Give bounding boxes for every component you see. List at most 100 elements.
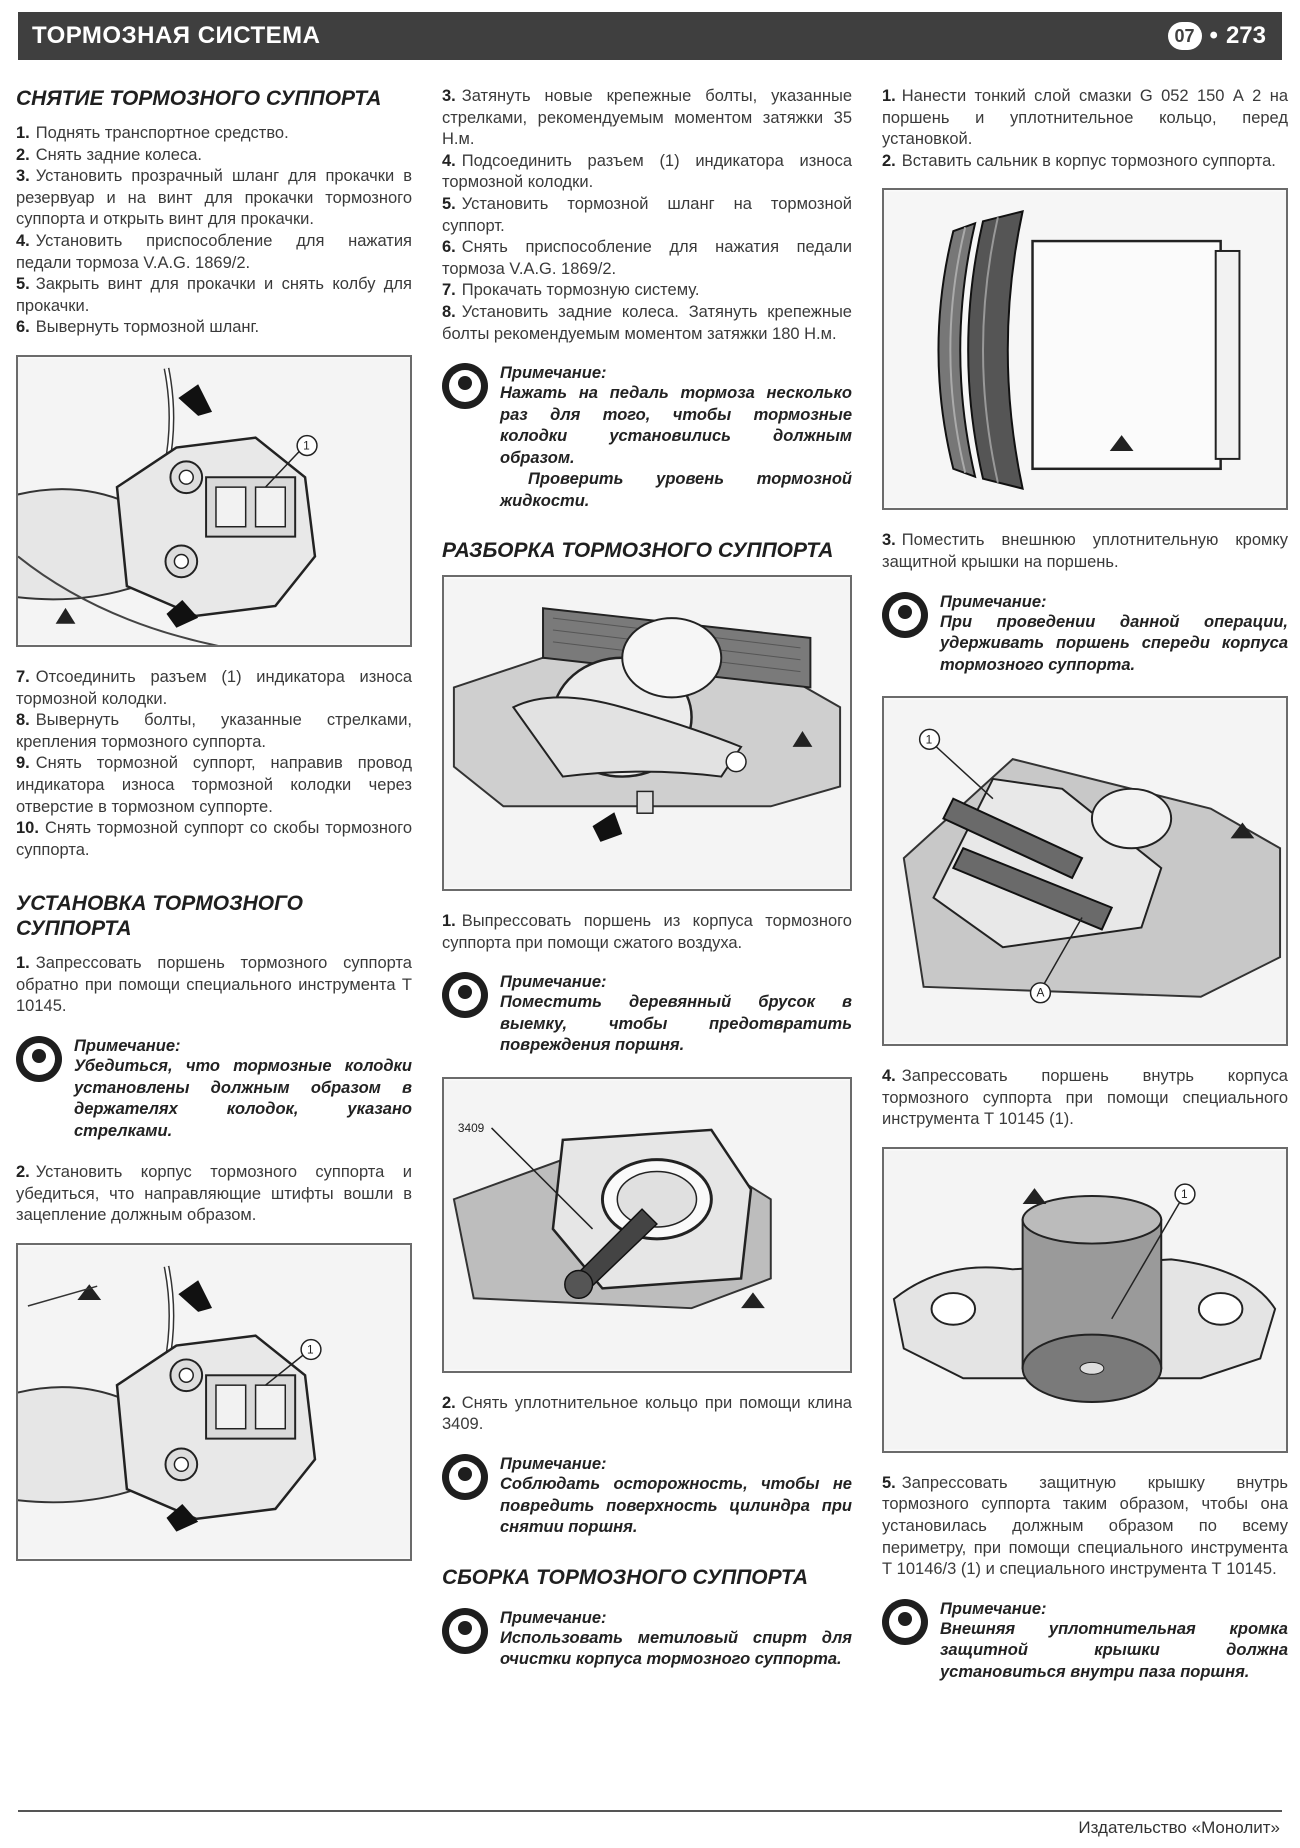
caliper-illustration: 1 [18,358,410,645]
note-text: Нажать на педаль тормоза несколько раз д… [500,384,852,467]
step-item: 9.Снять тормозной суппорт, направив пров… [16,753,412,818]
note-text: Убедиться, что тормозные колодки установ… [74,1057,412,1140]
step-number: 7. [442,281,456,300]
step-text: Подсоединить разъем (1) индикатора износ… [442,151,852,192]
figure-callout: 3409 [458,1121,485,1135]
step-text: Установить прозрачный шланг для прокачки… [16,167,412,229]
steps-list: 7.Отсоединить разъем (1) индикатора изно… [16,667,412,861]
caliper-illustration [444,578,850,888]
note-title: Примечание: [500,364,607,383]
step-text: Снять тормозной суппорт, направив провод… [16,754,412,816]
step-item: 2. Снять задние колеса. [16,145,412,167]
figure-seal-removal: 3409 [442,1076,852,1373]
step-number: 6. [16,318,30,337]
step-text: Выпрессовать поршень из корпуса тормозно… [442,912,852,952]
step-item: 3.Затянуть новые крепежные болты, указан… [442,86,852,151]
chapter-badge: 07 [1167,22,1202,50]
step-number: 10. [16,819,39,838]
note-text: Внешняя уплотнительная кромка защитной к… [940,1619,1288,1681]
step-number: 1. [16,124,30,142]
section-heading-removal: СНЯТИЕ ТОРМОЗНОГО СУППОРТА [16,87,382,110]
chapter-number: 07 [1174,25,1195,46]
step-number: 5. [16,275,30,294]
step-item: 7.Отсоединить разъем (1) индикатора изно… [16,667,412,710]
step-number: 8. [442,302,456,321]
step-item: 10.Снять тормозной суппорт со скобы торм… [16,818,412,861]
step-text: Поднять транспортное средство. [35,124,289,142]
steps-list: 3.Поместить внешнюю уплотнительную кромк… [882,530,1288,573]
step-number: 9. [16,754,30,773]
step-text: Снять тормозной суппорт со скобы тормозн… [16,819,412,859]
note-text: Поместить деревянный брусок в выемку, чт… [500,993,852,1055]
figure-callout: A [1036,986,1044,1000]
step-text: Снять задние колеса. [35,145,202,164]
steps-list: 1.Выпрессовать поршень из корпуса тормоз… [442,911,852,954]
figure-boot-install: 1 [882,1146,1288,1453]
note-text: Соблюдать осторожность, чтобы не повреди… [500,1475,852,1536]
figure-callout: 1 [1181,1187,1188,1201]
step-text: Запрессовать защитную крышку внутрь торм… [882,1473,1288,1579]
step-item: 6. Вывернуть тормозной шланг. [16,317,412,339]
note-block: Примечание: Внешняя уплотнительная кромк… [882,1598,1288,1684]
note-block: Примечание: Убедиться, что тормозные кол… [16,1036,412,1142]
column-1: СНЯТИЕ ТОРМОЗНОГО СУППОРТА 1. Поднять тра… [16,86,412,1581]
note-title: Примечание: [940,1599,1047,1618]
figure-callout: 1 [307,1342,314,1356]
note-text: Проверить уровень тормозной жидкости. [500,470,852,510]
figure-caliper-removal: 1 [16,354,412,647]
step-item: 4.Подсоединить разъем (1) индикатора изн… [442,151,852,194]
step-number: 1. [16,954,30,973]
lightbulb-icon [442,1607,488,1654]
step-item: 7.Прокачать тормозную систему. [442,280,852,302]
steps-list: 2.Установить корпус тормозного суппорта … [16,1162,412,1227]
note-block: Примечание: Использовать метиловый спирт… [442,1607,852,1671]
caliper-illustration: 1 [884,1150,1286,1450]
publisher-name: Издательство «Монолит» [1078,1818,1280,1837]
steps-list: 4.Запрессовать поршень внутрь корпуса то… [882,1066,1288,1131]
section-title: ТОРМОЗНАЯ СИСТЕМА [32,22,321,49]
step-item: 4.Установить приспособление для нажатия … [16,231,412,274]
page-number-block: 07 • 273 [1167,22,1266,50]
note-title: Примечание: [500,973,607,992]
step-text: Установить корпус тормозного суппорта и … [16,1163,412,1225]
step-text: Отсоединить разъем (1) индикатора износа… [16,667,412,708]
step-number: 7. [16,667,30,686]
figure-callout: 1 [926,732,933,746]
step-text: Закрыть винт для прокачки и снять колбу … [16,275,412,315]
step-item: 2.Вставить сальник в корпус тормозного с… [882,151,1288,173]
step-text: Снять приспособление для нажатия педали … [442,238,852,278]
section-heading-installation: УСТАНОВКА ТОРМОЗНОГО СУППОРТА [16,892,304,941]
step-number: 6. [442,238,456,257]
step-text: Вывернуть тормозной шланг. [35,318,260,337]
step-text: Установить приспособление для нажатия пе… [16,231,412,272]
caliper-illustration: 1 A [884,699,1286,1043]
note-title: Примечание: [500,1608,607,1627]
note-text: При проведении данной операции, удержива… [940,612,1288,674]
steps-list: 2.Снять уплотнительное кольцо при помощи… [442,1393,852,1436]
page-header: ТОРМОЗНАЯ СИСТЕМА 07 • 273 [18,12,1282,60]
step-number: 4. [442,151,456,170]
step-number: 3. [16,167,30,186]
step-item: 3.Поместить внешнюю уплотнительную кромк… [882,530,1288,573]
lightbulb-icon [442,363,488,410]
step-text: Нанести тонкий слой смазки G 052 150 А 2… [882,87,1288,149]
step-item: 1.Нанести тонкий слой смазки G 052 150 А… [882,86,1288,151]
steps-list: 1. Поднять транспортное средство. 2. Снять … [16,123,412,339]
step-item: 2.Снять уплотнительное кольцо при помощи… [442,1393,852,1436]
step-item: 2.Установить корпус тормозного суппорта … [16,1162,412,1227]
step-number: 2. [16,145,30,164]
step-item: 5.Закрыть винт для прокачки и снять колб… [16,274,412,317]
step-number: 5. [882,1473,896,1492]
step-item: 5.Запрессовать защитную крышку внутрь то… [882,1473,1288,1581]
note-block: Примечание: Нажать на педаль тормоза нес… [442,363,852,512]
note-title: Примечание: [940,592,1047,611]
steps-list: 3.Затянуть новые крепежные болты, указан… [442,86,852,345]
step-number: 2. [16,1163,30,1182]
note-title: Примечание: [74,1037,181,1056]
step-number: 2. [882,151,896,170]
step-text: Запрессовать поршень внутрь корпуса торм… [882,1067,1288,1129]
step-number: 8. [16,711,30,730]
step-item: 5.Установить тормозной шланг на тормозно… [442,194,852,237]
step-item: 3.Установить прозрачный шланг для прокач… [16,166,412,231]
step-text: Поместить внешнюю уплотнительную кромку … [882,531,1288,571]
